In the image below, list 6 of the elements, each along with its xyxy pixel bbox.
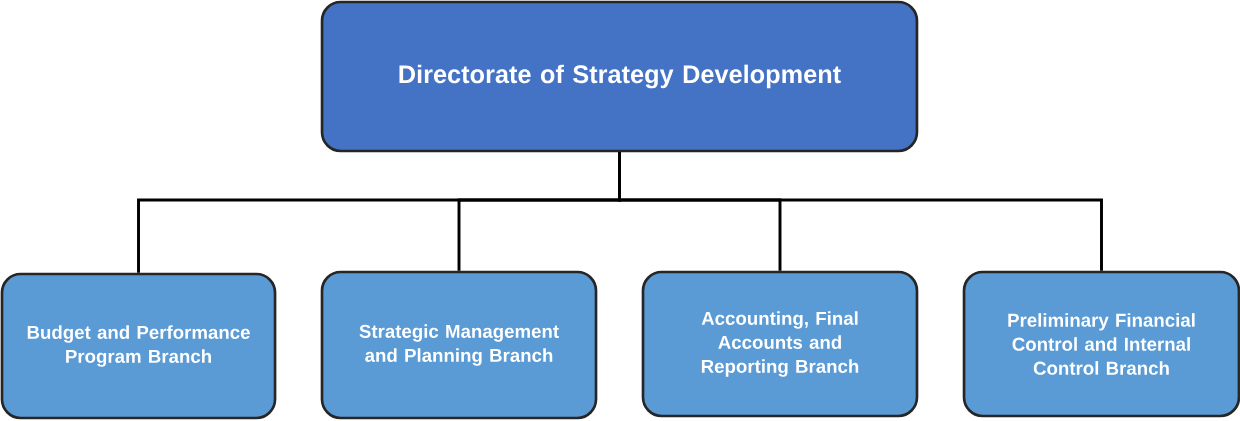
branch-box: Preliminary Financial Control and Internal Control Branch: [962, 270, 1240, 418]
connector-line: [618, 152, 1103, 271]
branch-box: Budget and Performance Program Branch: [0, 272, 277, 420]
branch-box: Strategic Management and Planning Branch: [320, 270, 598, 420]
directorate-box: Directorate of Strategy Development: [320, 0, 919, 153]
branch-box: Accounting, Final Accounts and Reporting Branch: [641, 270, 919, 418]
